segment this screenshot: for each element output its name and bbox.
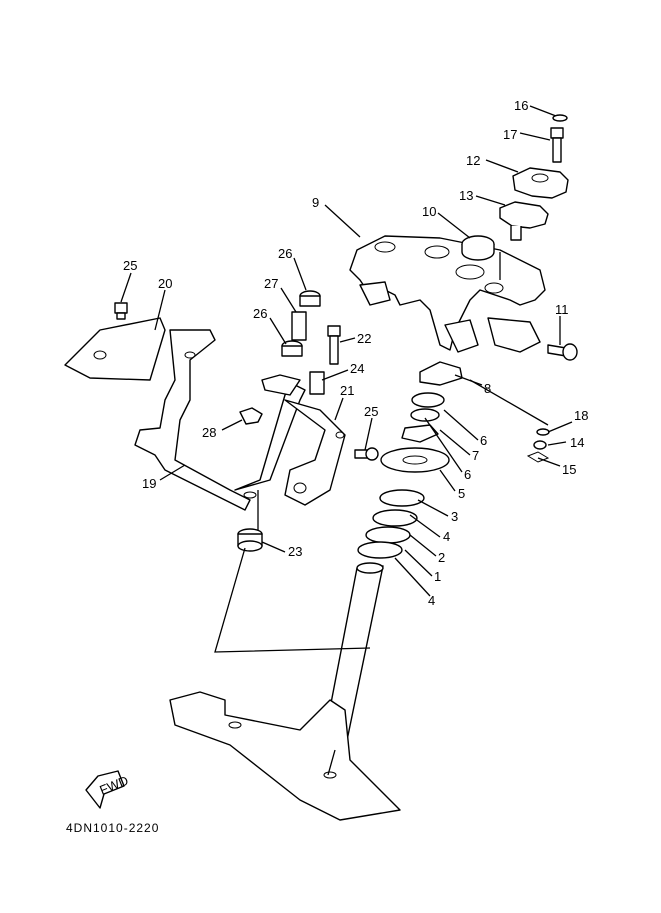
leader-lines xyxy=(120,105,573,776)
callout-15: 15 xyxy=(562,462,576,477)
callout-6-lower: 6 xyxy=(464,467,471,482)
collar-23-part xyxy=(237,528,263,552)
callout-9: 9 xyxy=(312,195,319,210)
callout-17: 17 xyxy=(503,127,517,142)
callout-13: 13 xyxy=(459,188,473,203)
bolt-part xyxy=(550,127,564,163)
callout-19: 19 xyxy=(142,476,156,491)
callout-12: 12 xyxy=(466,153,480,168)
holder-upper-part xyxy=(512,167,569,199)
side-bolt-part xyxy=(547,343,578,361)
main-stay-part xyxy=(134,329,306,511)
callout-4-upper: 4 xyxy=(443,529,450,544)
bolt-25-left-part xyxy=(114,302,128,320)
callout-11: 11 xyxy=(555,302,569,317)
callout-24: 24 xyxy=(350,361,364,376)
callout-20: 20 xyxy=(158,276,172,291)
clip-parts xyxy=(526,428,550,463)
collar-parts xyxy=(281,290,321,357)
left-bracket-part xyxy=(64,317,166,381)
callout-16: 16 xyxy=(514,98,528,113)
holder-lower-part xyxy=(499,201,549,241)
bolt-25-right-part xyxy=(354,447,379,461)
callout-3: 3 xyxy=(451,509,458,524)
callout-6-upper: 6 xyxy=(480,433,487,448)
callout-labels: 16 17 12 13 9 10 11 26 27 26 25 20 22 24… xyxy=(123,98,588,608)
steering-stem-part xyxy=(169,562,401,821)
callout-4-lower: 4 xyxy=(428,593,435,608)
callout-25-right: 25 xyxy=(364,404,378,419)
collar-24-part xyxy=(309,371,325,395)
drawing-code: 4DN1010-2220 xyxy=(66,821,159,835)
callout-14: 14 xyxy=(570,435,584,450)
nut-part xyxy=(239,407,263,425)
callout-27: 27 xyxy=(264,276,278,291)
callout-22: 22 xyxy=(357,331,371,346)
callout-8: 8 xyxy=(484,381,491,396)
callout-23: 23 xyxy=(288,544,302,559)
callout-25-left: 25 xyxy=(123,258,137,273)
bracket-plate-part xyxy=(261,374,301,396)
small-cap-part xyxy=(552,114,568,122)
long-bolt-part xyxy=(327,325,341,365)
callout-28: 28 xyxy=(202,425,216,440)
callout-26-upper: 26 xyxy=(278,246,292,261)
callout-10: 10 xyxy=(422,204,436,219)
callout-26-lower: 26 xyxy=(253,306,267,321)
upper-bracket-part xyxy=(349,235,546,353)
cap-part xyxy=(461,235,495,261)
callout-5: 5 xyxy=(458,486,465,501)
fwd-arrow-icon: FWD xyxy=(85,770,131,809)
callout-1: 1 xyxy=(434,569,441,584)
side-stay-part xyxy=(284,399,346,506)
callout-7: 7 xyxy=(472,448,479,463)
callout-18: 18 xyxy=(574,408,588,423)
callout-21: 21 xyxy=(340,383,354,398)
callout-2: 2 xyxy=(438,550,445,565)
